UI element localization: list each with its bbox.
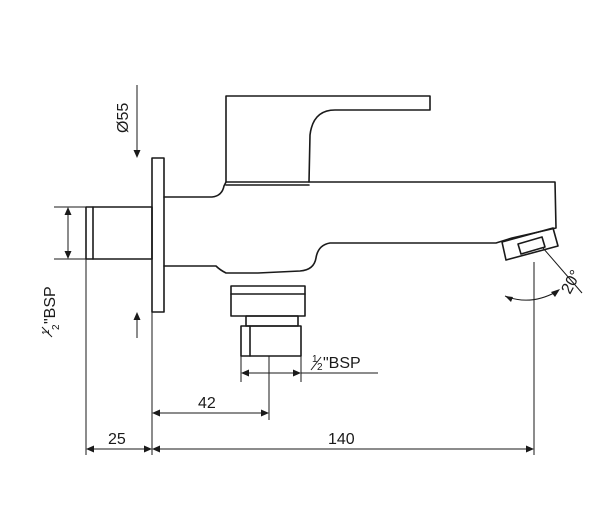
tap-body bbox=[163, 181, 557, 274]
spout-reach-label: 140 bbox=[328, 431, 355, 448]
flange-diameter-label: Ø55 bbox=[115, 103, 132, 133]
inlet-thread-frac-den: 2 bbox=[51, 324, 62, 330]
spout-angle-dimension: 20° bbox=[504, 247, 585, 302]
inlet-length-dimension: 25 bbox=[85, 259, 152, 455]
outlet-thread-frac-num: 1 bbox=[312, 354, 318, 365]
spout-aerator bbox=[501, 227, 559, 261]
outlet-offset-label: 42 bbox=[198, 395, 216, 412]
bottom-outlet bbox=[230, 285, 306, 357]
inlet-thread-dimension: 1 2 "BSP bbox=[41, 206, 86, 338]
outlet-offset-dimension: 42 bbox=[151, 312, 270, 455]
lever-handle bbox=[225, 95, 431, 186]
spout-reach-dimension: 140 bbox=[152, 262, 535, 455]
flange-diameter-dimension: Ø55 bbox=[115, 85, 141, 338]
inlet-length-label: 25 bbox=[108, 431, 126, 448]
outlet-thread-frac-den: 2 bbox=[317, 362, 323, 373]
wall-flange bbox=[151, 157, 165, 313]
outlet-thread-label: "BSP bbox=[323, 355, 361, 372]
inlet-connector bbox=[85, 206, 153, 260]
inlet-thread-label: "BSP bbox=[42, 286, 59, 324]
outlet-thread-dimension: 1 2 "BSP bbox=[240, 354, 378, 382]
